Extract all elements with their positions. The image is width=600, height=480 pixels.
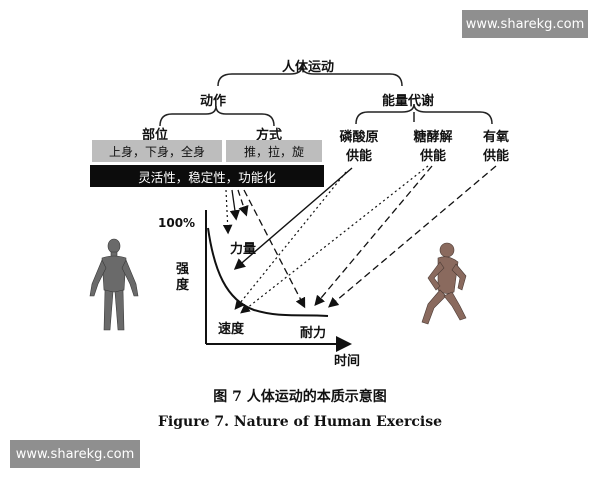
energy-glycolysis: 糖酵解 供能	[413, 130, 453, 164]
bracket-action	[159, 105, 275, 127]
bracket-root	[217, 65, 403, 87]
label-speed: 速度	[218, 322, 245, 337]
mode-label: 方式	[256, 128, 283, 143]
energy-phosphagen: 磷酸原 供能	[339, 130, 379, 164]
energy-aerobic: 有氧 供能	[482, 130, 509, 164]
branch-energy-label: 能量代谢	[382, 94, 435, 109]
caption-cn: 图 7 人体运动的本质示意图	[213, 389, 387, 405]
graph-curve	[207, 227, 329, 317]
part-label: 部位	[142, 128, 169, 143]
watermark-bottom: www.sharekg.com	[10, 440, 140, 468]
label-endurance: 耐力	[300, 326, 327, 341]
modes-box: 推，拉，旋	[226, 140, 322, 162]
parts-box: 上身，下身，全身	[92, 140, 222, 162]
label-force: 力量	[230, 242, 257, 257]
caption-en: Figure 7. Nature of Human Exercise	[157, 414, 443, 430]
standing-figure	[89, 238, 139, 331]
running-figure	[421, 242, 467, 325]
watermark-top: www.sharekg.com	[462, 10, 588, 38]
graph-top-label: 100%	[158, 216, 196, 230]
qualities-bar: 灵活性，稳定性，功能化	[90, 165, 324, 187]
root-label: 人体运动	[282, 60, 335, 75]
graph-x-axis-label: 时间	[334, 354, 361, 369]
bracket-energy	[355, 103, 493, 125]
branch-action-label: 动作	[200, 94, 227, 109]
graph-y-axis-label: 强度	[176, 262, 190, 293]
